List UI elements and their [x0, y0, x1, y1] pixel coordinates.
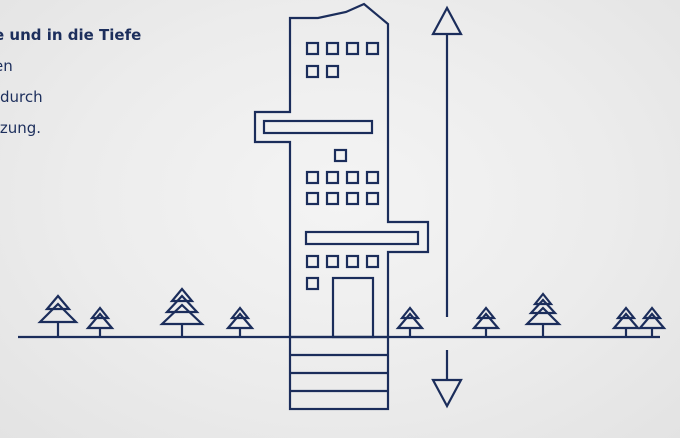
entrance-door: [331, 276, 375, 339]
windows-bottom: [305, 254, 380, 291]
tree-left-1: [37, 294, 79, 337]
tree-left-3: [159, 287, 205, 337]
tree-right-4: [611, 306, 641, 337]
windows-top: [305, 41, 380, 79]
tree-right-2: [471, 306, 501, 337]
heading-text: e und in die Tiefe: [0, 26, 142, 44]
tree-left-4: [225, 306, 255, 337]
body-line-1: en: [0, 57, 13, 75]
balcony-upper: [262, 119, 374, 135]
windows-middle: [305, 148, 380, 206]
arrow-down-icon: [431, 350, 463, 409]
tree-left-2: [85, 306, 115, 337]
balcony-lower: [304, 230, 420, 246]
body-line-3: tzung.: [0, 119, 42, 137]
tree-right-5: [637, 306, 667, 337]
tree-right-1: [395, 306, 425, 337]
building-outline: [253, 2, 430, 337]
tree-right-3: [524, 292, 562, 337]
basement: [288, 335, 390, 411]
arrow-up-icon: [431, 5, 463, 317]
text-block: e und in die Tiefe en durch tzung.: [0, 20, 234, 144]
body-line-2: durch: [0, 88, 43, 106]
